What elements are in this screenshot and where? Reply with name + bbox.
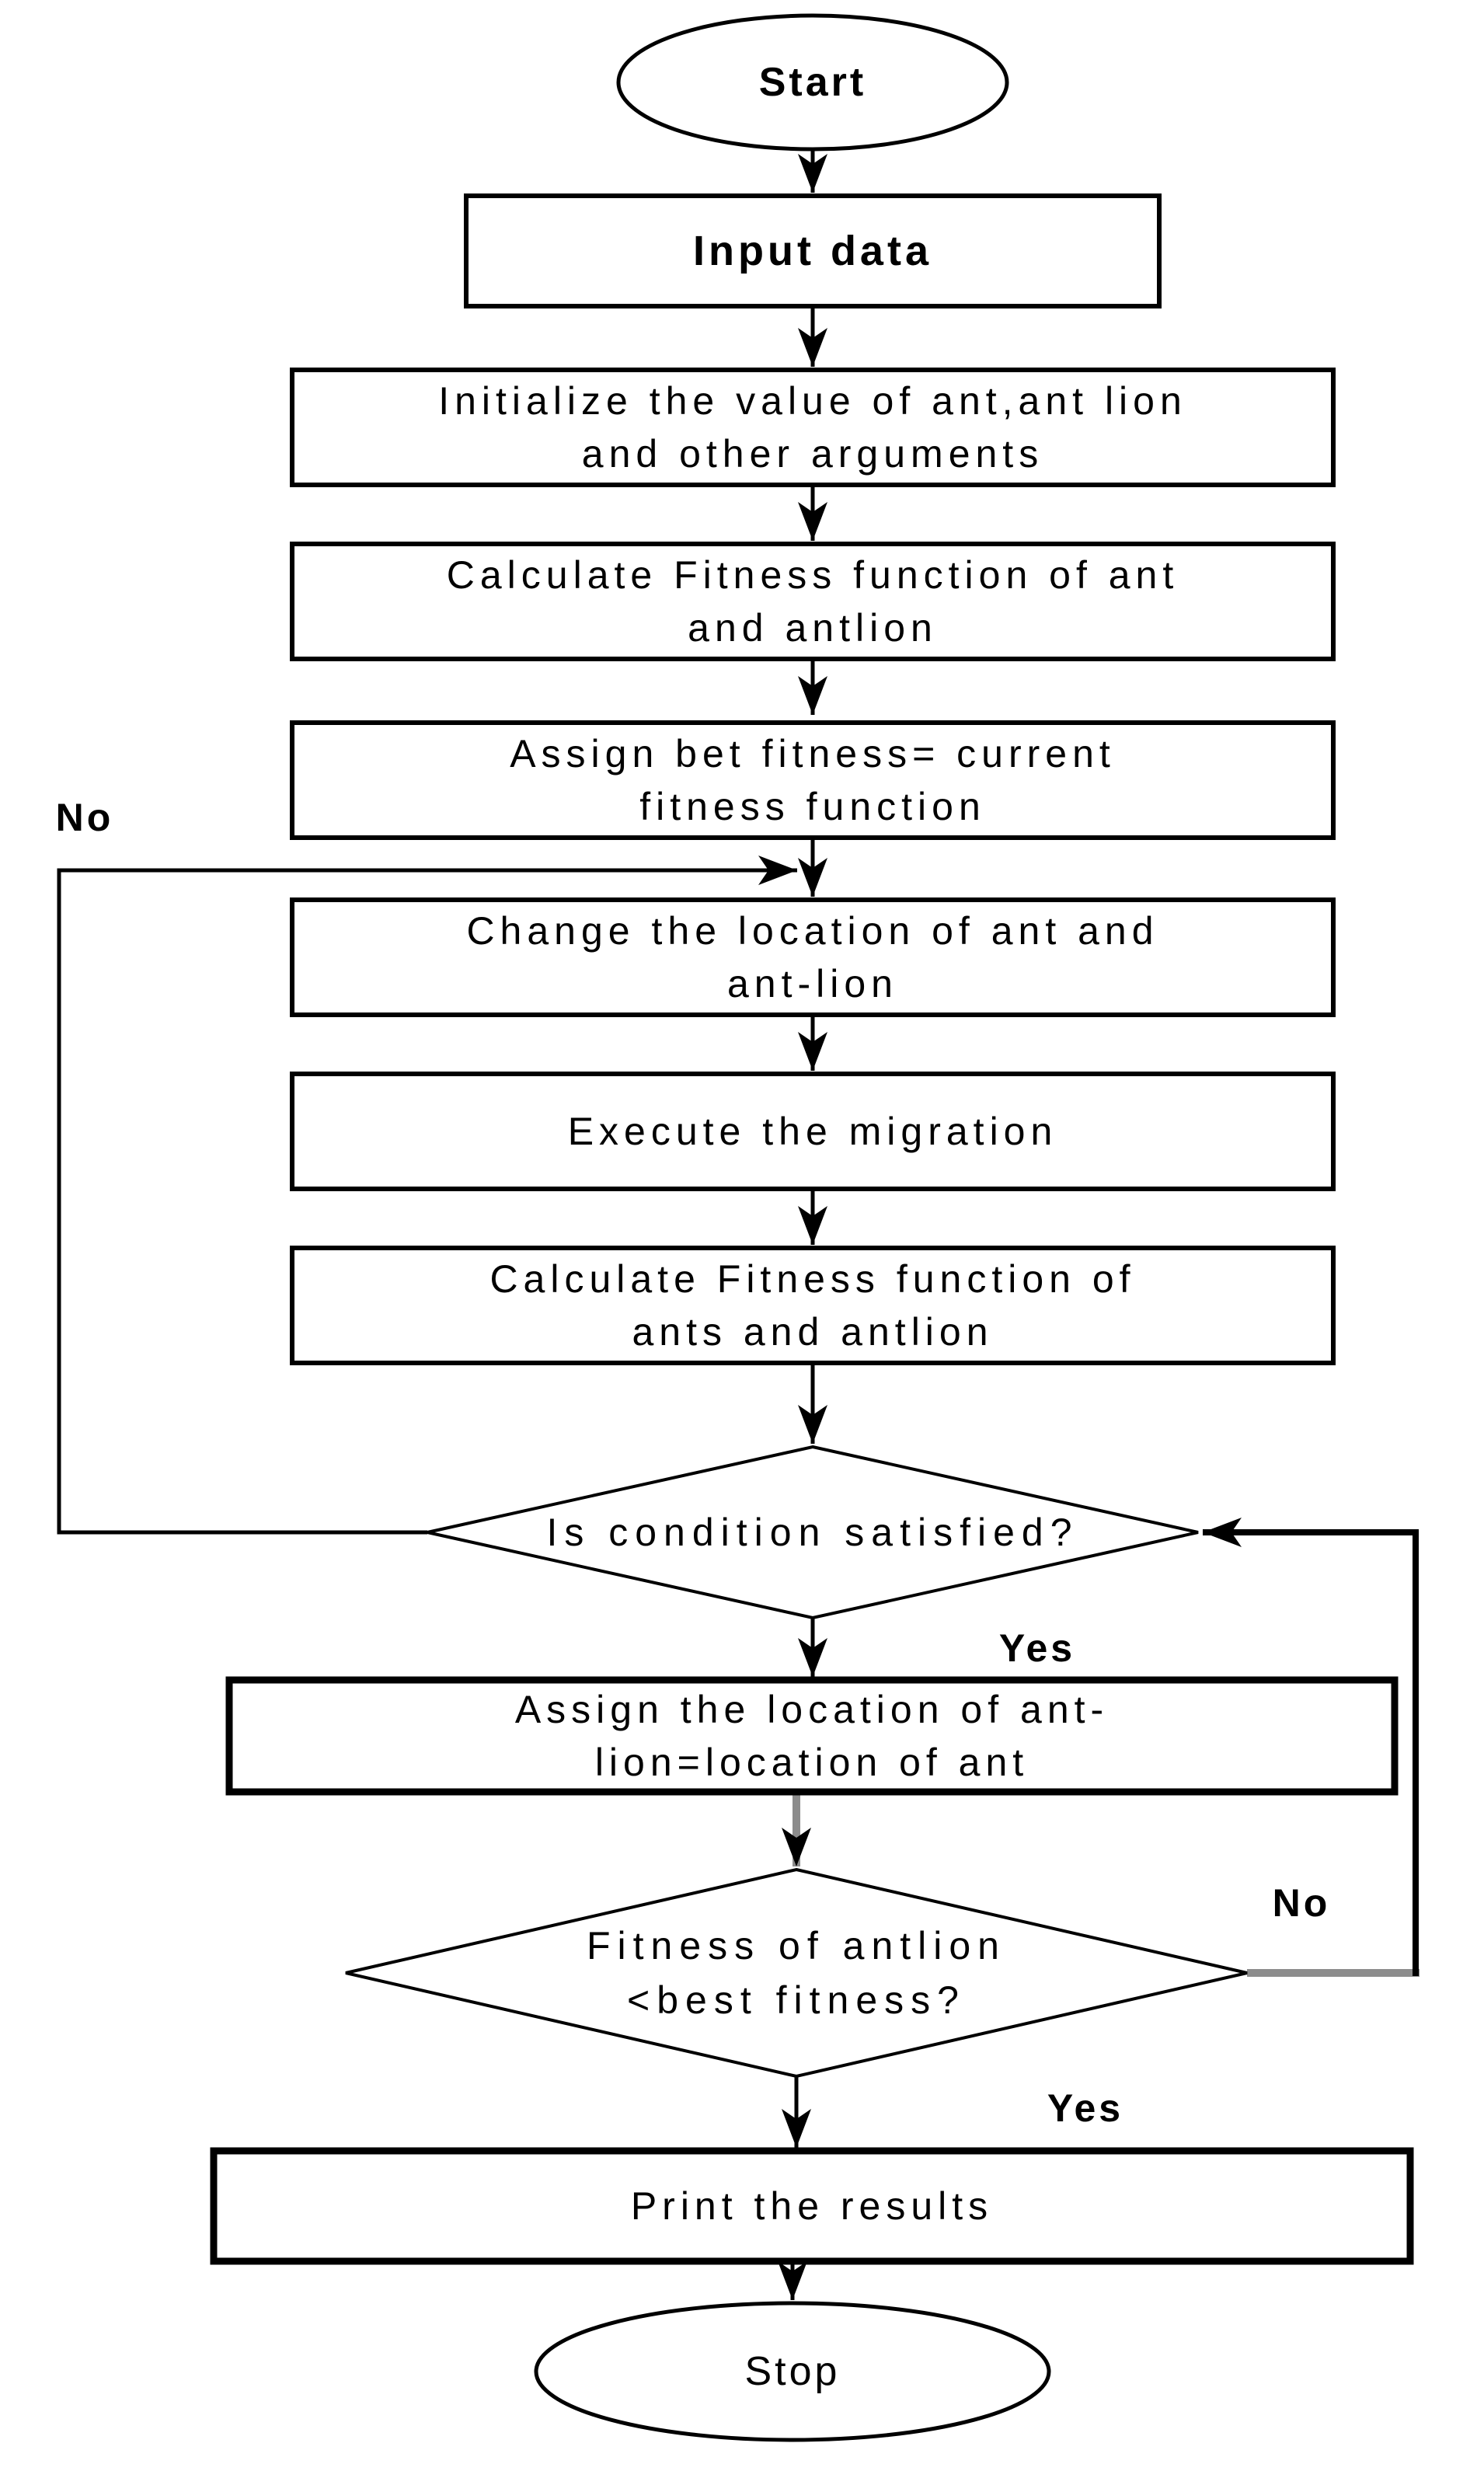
print-results-shape	[210, 2147, 1414, 2265]
initialize-label: Initialize the value of ant,ant lion and…	[438, 379, 1187, 476]
calc-fitness-1-shape	[290, 542, 1336, 661]
condition-check-shape	[427, 1445, 1199, 1620]
edge-label-yes-condition: Yes	[998, 1626, 1076, 1670]
assign-location-shape	[225, 1676, 1399, 1796]
calc-fitness-2-label: Calculate Fitness function of ants and a…	[489, 1257, 1136, 1354]
edge-label-no-condition: No	[55, 796, 114, 839]
assign-location-label: Assign the location of ant- lion=locatio…	[514, 1688, 1110, 1784]
edge-label-yes-fitness: Yes	[1047, 2086, 1124, 2130]
fitness-check-label: Fitness of antlion <best fitness?	[587, 1924, 1006, 2022]
change-location-shape	[290, 897, 1336, 1017]
stop-label: Stop	[744, 2349, 841, 2394]
assign-bet-shape	[290, 720, 1336, 840]
fitness-check-shape	[345, 1867, 1248, 2079]
calc-fitness-2-shape	[290, 1246, 1336, 1365]
edge-label-no-fitness: No	[1272, 1881, 1331, 1925]
print-results-label: Print the results	[630, 2184, 994, 2228]
calc-fitness-1-label: Calculate Fitness function of ant and an…	[446, 553, 1179, 650]
execute-migration-shape	[290, 1072, 1336, 1191]
initialize-shape	[290, 368, 1336, 487]
start-label: Start	[758, 60, 867, 105]
input-data-shape	[464, 193, 1162, 308]
change-location-label: Change the location of ant and ant-lion	[466, 909, 1159, 1006]
stop-terminator-shape	[534, 2301, 1051, 2442]
start-terminator-shape	[616, 13, 1009, 152]
edge-no-loop-left	[57, 856, 797, 1535]
execute-migration-label: Execute the migration	[567, 1110, 1058, 1153]
input-data-label: Input data	[693, 228, 932, 274]
edge-no-loop-right	[1203, 1518, 1419, 1976]
assign-bet-label: Assign bet fitness= current fitness func…	[510, 732, 1116, 828]
condition-check-label: Is condition satisfied?	[546, 1511, 1079, 1554]
